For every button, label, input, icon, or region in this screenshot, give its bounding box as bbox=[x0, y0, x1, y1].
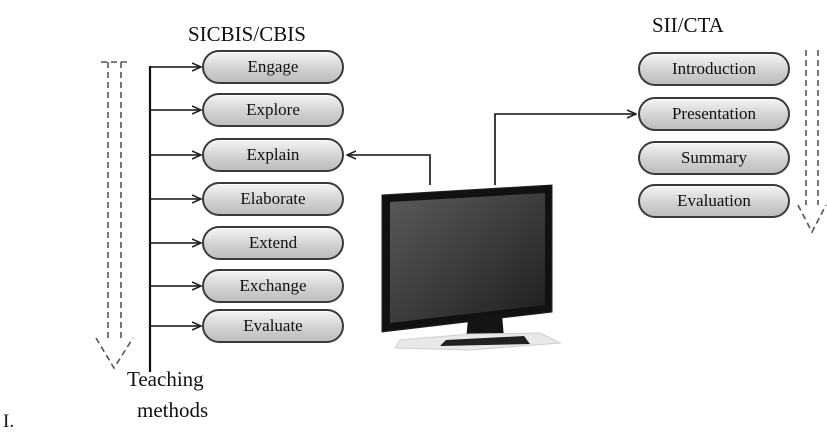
left-step-exchange: Exchange bbox=[202, 269, 344, 303]
computer-monitor-icon bbox=[381, 184, 562, 351]
left-step-engage: Engage bbox=[202, 50, 344, 84]
left-step-extend: Extend bbox=[202, 226, 344, 260]
right-step-evaluation: Evaluation bbox=[638, 184, 790, 218]
left-step-evaluate: Evaluate bbox=[202, 309, 344, 343]
teaching-methods-bracket bbox=[148, 66, 201, 372]
right-step-presentation: Presentation bbox=[638, 97, 790, 131]
right-step-introduction: Introduction bbox=[638, 52, 790, 86]
left-step-explore: Explore bbox=[202, 93, 344, 127]
left-progress-arrow-icon bbox=[95, 61, 134, 370]
figure-index: I. bbox=[3, 411, 15, 432]
monitor-to-explain-connector bbox=[347, 155, 431, 185]
right-panel-title: SII/CTA bbox=[652, 13, 724, 37]
right-progress-arrow-icon bbox=[797, 50, 827, 234]
bracket-label-line1: Teaching bbox=[127, 367, 204, 391]
bracket-label-line2: methods bbox=[137, 398, 209, 422]
right-step-summary: Summary bbox=[638, 141, 790, 175]
monitor-to-presentation-connector bbox=[494, 114, 636, 185]
left-step-elaborate: Elaborate bbox=[202, 182, 344, 216]
left-panel-title: SICBIS/CBIS bbox=[188, 22, 306, 46]
left-step-explain: Explain bbox=[202, 138, 344, 172]
